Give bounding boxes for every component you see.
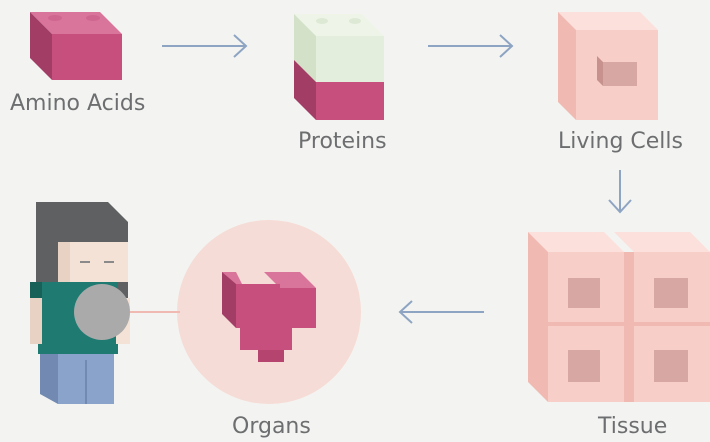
organ-circle-icon — [177, 220, 361, 404]
tissue-icon — [528, 232, 710, 402]
amino-acid-block-icon — [30, 12, 122, 80]
arrow-right-icon — [162, 34, 248, 58]
label-living-cells: Living Cells — [558, 129, 683, 154]
label-organs: Organs — [232, 414, 311, 439]
person-figure-icon — [30, 202, 180, 404]
label-proteins: Proteins — [298, 129, 387, 154]
label-amino-acids: Amino Acids — [10, 91, 146, 116]
label-tissue: Tissue — [598, 414, 668, 439]
arrow-down-icon — [608, 170, 632, 214]
living-cell-icon — [558, 12, 658, 120]
arrow-left-icon — [398, 300, 484, 324]
protein-block-icon — [294, 14, 384, 120]
arrow-right-icon — [428, 34, 514, 58]
